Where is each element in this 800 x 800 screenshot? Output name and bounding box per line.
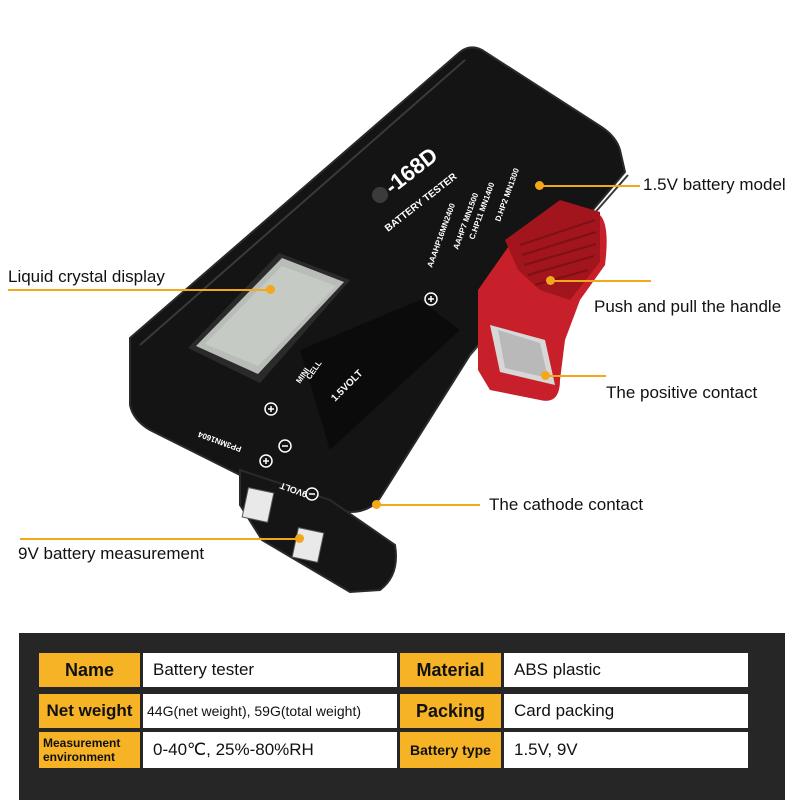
callout-line-cathode	[377, 504, 480, 506]
spec-val-environment: 0-40℃, 25%-80%RH	[143, 732, 397, 768]
spec-val-material: ABS plastic	[504, 653, 748, 687]
callout-line-positive	[546, 375, 606, 377]
spec-val-net-weight: 44G(net weight), 59G(total weight)	[143, 694, 397, 728]
logo-blur	[372, 187, 388, 203]
plus-symbol-icon	[264, 402, 278, 416]
callout-dot-lcd	[266, 285, 275, 294]
spec-key-environment: Measurement environment	[39, 732, 140, 768]
spec-val-name: Battery tester	[143, 653, 397, 687]
battery-tester-body	[129, 46, 629, 594]
callout-dot-nine-volt	[295, 534, 304, 543]
callout-line-battery-model	[540, 185, 640, 187]
product-photo: -168D BATTERY TESTER AAAHP16MN2400 AAHP7…	[129, 46, 629, 594]
spec-key-material: Material	[400, 653, 501, 687]
callout-lcd: Liquid crystal display	[8, 267, 165, 286]
spec-key-name: Name	[39, 653, 140, 687]
callout-cathode: The cathode contact	[489, 495, 644, 514]
callout-dot-positive	[541, 371, 550, 380]
spec-val-packing: Card packing	[504, 694, 748, 728]
red-handle	[478, 200, 607, 401]
minus-symbol-icon	[305, 487, 319, 501]
callout-dot-battery-model	[535, 181, 544, 190]
callout-nine-volt: 9V battery measurement	[18, 544, 205, 563]
callout-handle: Push and pull the handle	[594, 297, 782, 316]
plus-symbol-icon	[424, 292, 438, 306]
callout-line-nine-volt	[20, 538, 300, 540]
callout-positive: The positive contact	[606, 383, 758, 402]
callout-battery-model: 1.5V battery model	[643, 175, 786, 194]
callout-line-handle	[551, 280, 651, 282]
callout-dot-cathode	[372, 500, 381, 509]
callout-line-lcd	[8, 289, 270, 291]
spec-table: Name Battery tester Material ABS plastic…	[19, 633, 785, 800]
lcd-screen	[188, 253, 350, 383]
spec-val-battery-type: 1.5V, 9V	[504, 732, 748, 768]
callout-dot-handle	[546, 276, 555, 285]
minus-symbol-icon	[278, 439, 292, 453]
spec-key-battery-type: Battery type	[400, 732, 501, 768]
spec-key-packing: Packing	[400, 694, 501, 728]
spec-key-net-weight: Net weight	[39, 694, 140, 728]
plus-symbol-icon	[259, 454, 273, 468]
